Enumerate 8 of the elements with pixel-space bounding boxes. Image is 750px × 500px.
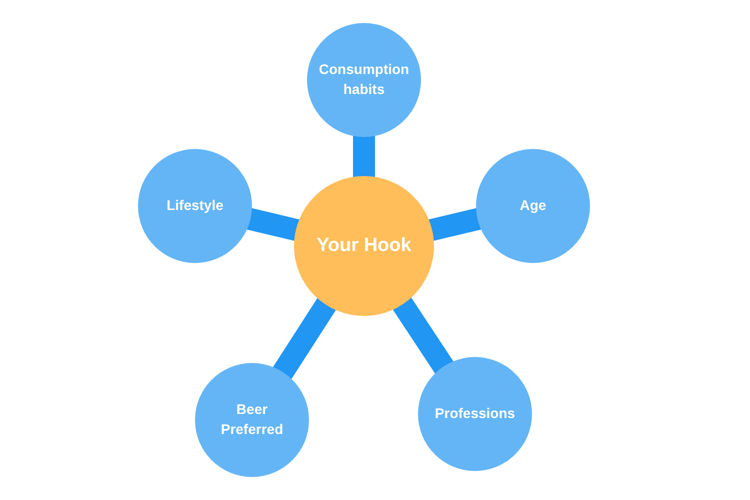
node-label: Beer Preferred [220,400,284,439]
node-label: Your Hook [316,234,412,258]
connector-bar [391,295,455,376]
node-label: Professions [434,404,516,424]
node-label: Lifestyle [166,196,224,216]
node-label: Age [518,196,548,216]
connector-bar [271,296,338,382]
node-label: Consumption habits [318,60,410,99]
